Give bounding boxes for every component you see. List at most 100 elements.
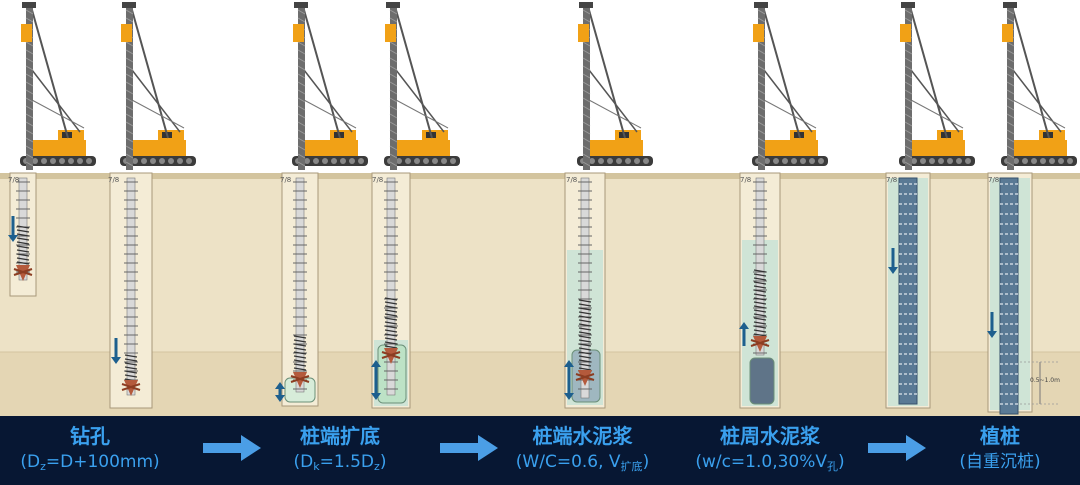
mast-lattice [25, 81, 34, 87]
mast-lattice [582, 129, 591, 135]
mast-lattice [297, 17, 306, 23]
mast-lattice [297, 9, 306, 15]
mast-lattice [757, 49, 766, 55]
mast-lattice [25, 113, 34, 119]
rig-wheel [791, 158, 797, 164]
auger-flight [16, 245, 30, 249]
mast-lattice [125, 41, 134, 47]
mast-lattice [125, 89, 134, 95]
borehole [564, 172, 606, 409]
rig-track [899, 156, 975, 166]
rig-wheel [800, 158, 806, 164]
mast-lattice [757, 57, 766, 63]
mast-lattice [389, 17, 398, 23]
mast-lattice [297, 81, 306, 87]
auger-flight [578, 315, 592, 319]
auger-flight [16, 225, 30, 229]
mast-lattice [389, 121, 398, 127]
mast-lattice [904, 9, 913, 15]
auger-flight [16, 261, 30, 265]
drill-rod [386, 177, 396, 396]
mast-lattice [582, 137, 591, 143]
mast-lattice [757, 73, 766, 79]
mast-lattice [904, 49, 913, 55]
auger-flight [384, 321, 398, 325]
drilling-rig [20, 2, 96, 170]
mast-lattice [25, 49, 34, 55]
drill-rod [755, 177, 765, 356]
step-title: 桩端水泥浆 [532, 424, 633, 448]
mast-lattice [297, 145, 306, 151]
auger-flight [753, 293, 767, 297]
mast-lattice [389, 153, 398, 159]
rig-cable [303, 99, 357, 129]
mast-lattice [1006, 73, 1015, 79]
mast-lattice [25, 161, 34, 167]
mast-lattice [1006, 89, 1015, 95]
drilling-rig [899, 2, 975, 170]
borehole [109, 172, 153, 409]
mast-lattice [904, 97, 913, 103]
mast-lattice [25, 17, 34, 23]
dimension-label: 0.5~1.0m [1030, 377, 1060, 384]
mast-lattice [582, 17, 591, 23]
mast-lattice [389, 97, 398, 103]
mast-lattice [25, 121, 34, 127]
auger-flight [753, 333, 767, 337]
auger-flight [124, 358, 138, 362]
mast-head [386, 2, 400, 8]
auger-flight [16, 241, 30, 245]
rig-track [384, 156, 460, 166]
mast-head [901, 2, 915, 8]
mast-lattice [904, 73, 913, 79]
rig-power-head [1002, 24, 1013, 42]
rig-wheel [450, 158, 456, 164]
mast-head [754, 2, 768, 8]
rig-wheel [32, 158, 38, 164]
auger-flight [384, 341, 398, 345]
mast-lattice [389, 57, 398, 63]
mast-lattice [297, 153, 306, 159]
bit-cutter [121, 383, 141, 391]
mast-lattice [582, 97, 591, 103]
rig-wheel [607, 158, 613, 164]
mast-lattice [757, 129, 766, 135]
rig-wheel [358, 158, 364, 164]
rig-power-head [753, 24, 764, 42]
mast-lattice [125, 73, 134, 79]
auger-flight [124, 366, 138, 370]
rig-mast [390, 5, 397, 170]
mast-lattice [297, 113, 306, 119]
dimension-marker: 0.5~1.0m [1020, 361, 1060, 405]
auger-flight [16, 233, 30, 237]
mast-lattice [757, 65, 766, 71]
auger-flight [293, 347, 307, 351]
rig-wheel [86, 158, 92, 164]
rig-wheel [68, 158, 74, 164]
rig-cable [910, 99, 964, 129]
auger-flight [384, 317, 398, 321]
rig-stay [395, 9, 433, 139]
rig-cable [1012, 99, 1066, 129]
rig-wheel [405, 158, 411, 164]
rig-body [392, 140, 450, 156]
auger-flight [578, 311, 592, 315]
rig-wheel [809, 158, 815, 164]
rig-body [300, 140, 358, 156]
auger-flight [384, 313, 398, 317]
mast-lattice [297, 73, 306, 79]
rig-wheel [340, 158, 346, 164]
step-subtitle: (Dz=D+100mm) [20, 452, 160, 473]
ground-level-label: 7/8 [988, 176, 999, 184]
rig-body [760, 140, 818, 156]
rig-wheel [77, 158, 83, 164]
mast-lattice [25, 73, 34, 79]
mast-lattice [582, 41, 591, 47]
step-subtitle: (W/C=0.6, V扩底) [515, 452, 650, 473]
bit-cutter [13, 268, 33, 276]
mast-lattice [389, 49, 398, 55]
mast-lattice [757, 17, 766, 23]
rig-cable [763, 99, 817, 129]
auger-flight [16, 237, 30, 241]
mast-lattice [297, 49, 306, 55]
